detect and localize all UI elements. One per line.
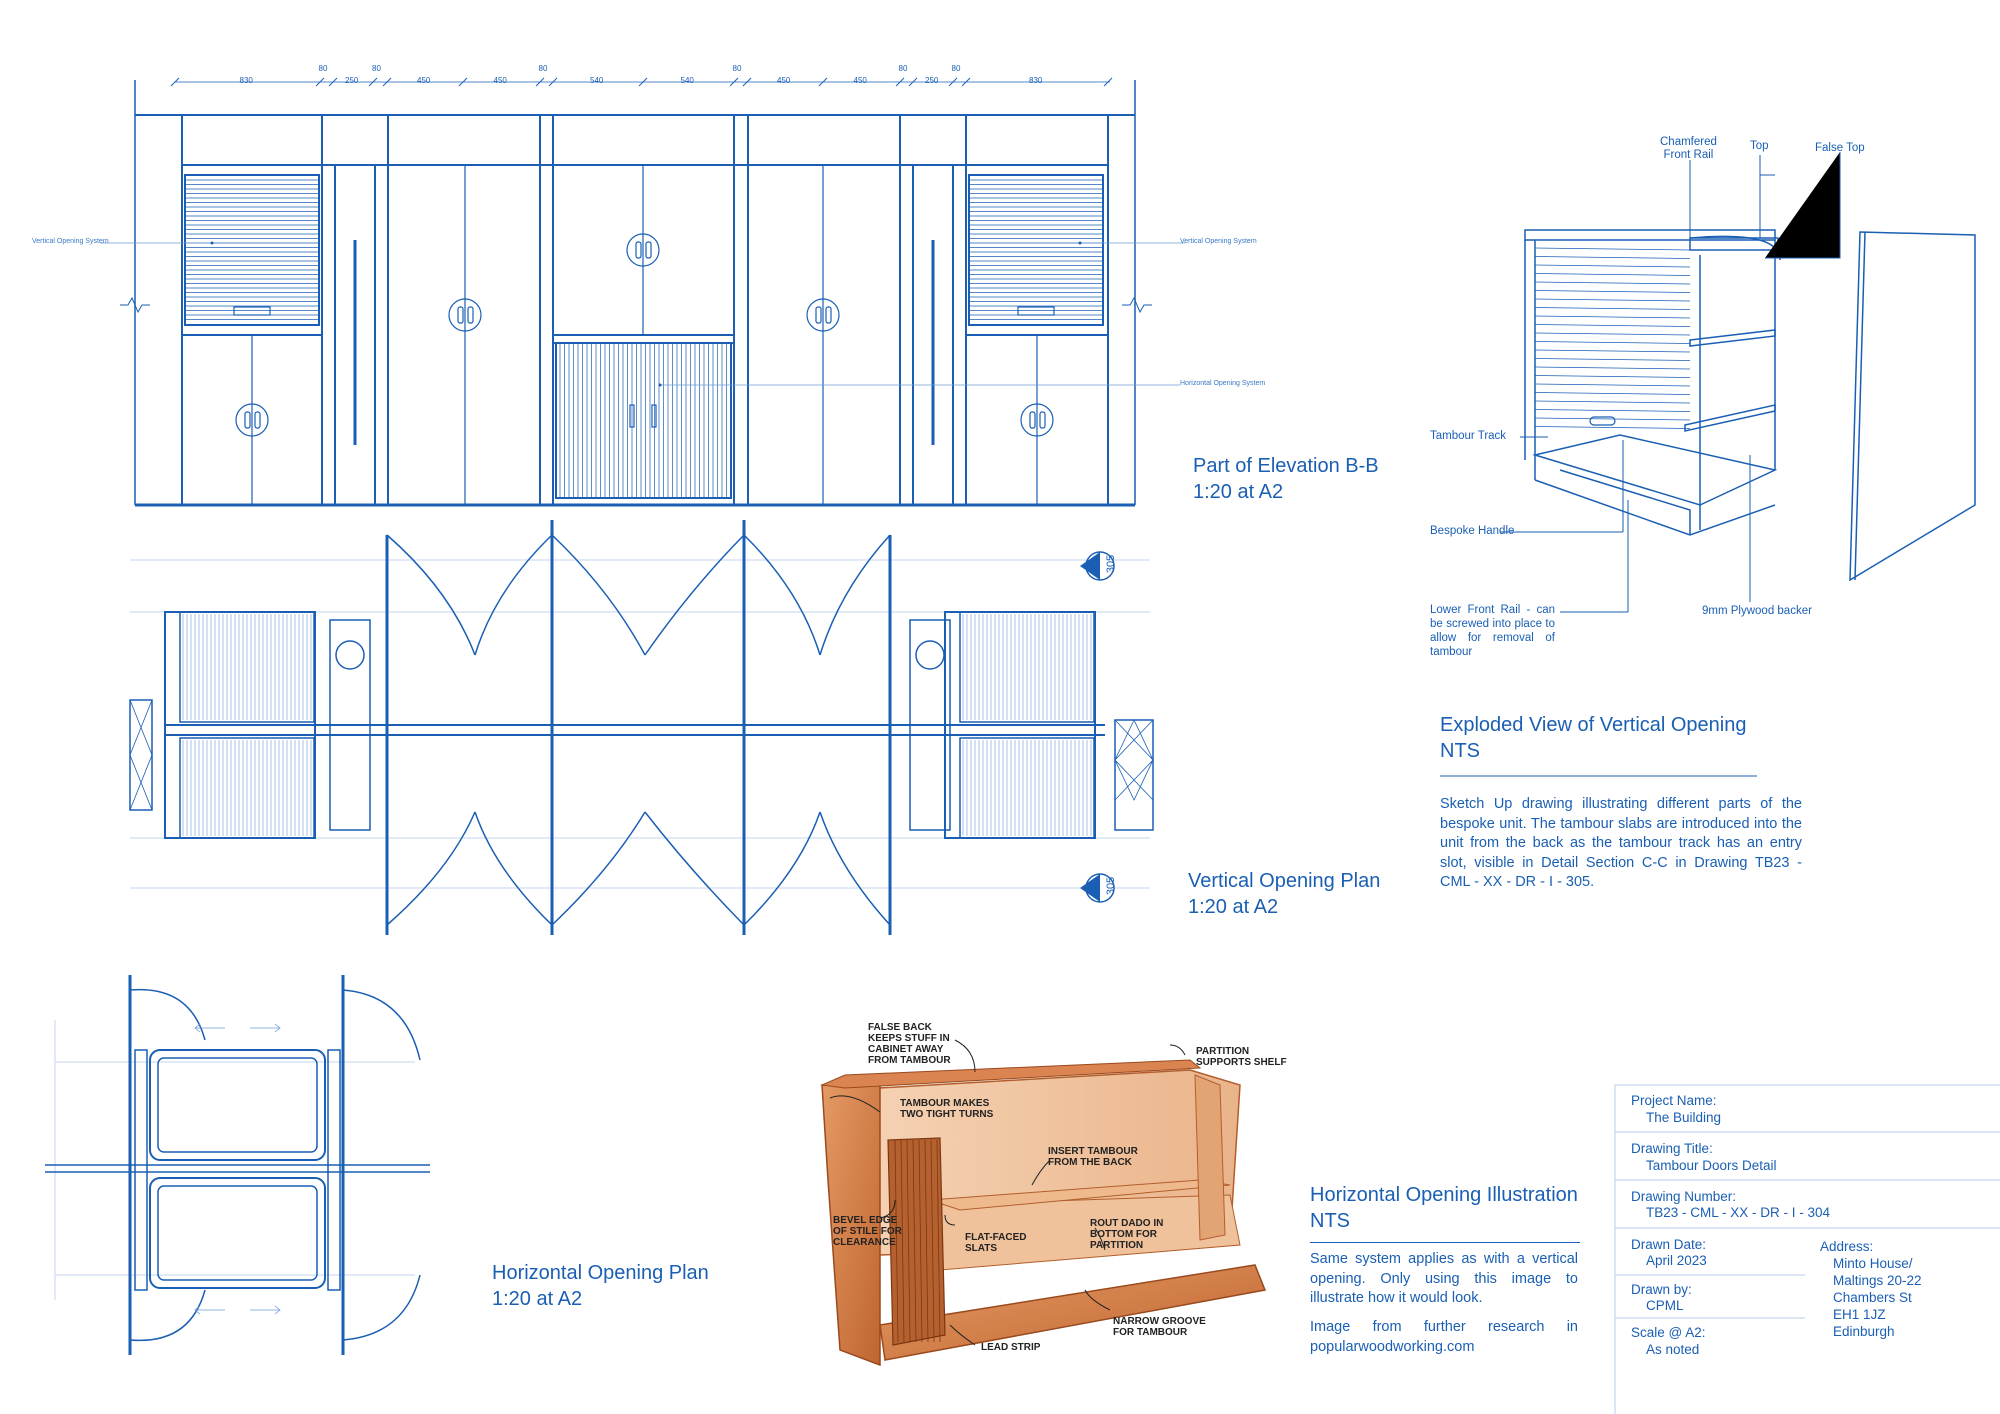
tb-drawing-title-label: Drawing Title: xyxy=(1631,1141,1713,1156)
label-insert-tambour: INSERT TAMBOUR FROM THE BACK xyxy=(1048,1146,1138,1168)
illustration-source: Image from further research in popularwo… xyxy=(1310,1319,1578,1355)
label-horizontal-system: Horizontal Opening System xyxy=(1180,380,1266,387)
dimension-label: 80 xyxy=(732,64,742,73)
tb-project: The Building xyxy=(1646,1110,1722,1125)
label-narrow-groove: NARROW GROOVE FOR TAMBOUR xyxy=(1113,1316,1206,1338)
label-vertical-right: Vertical Opening System xyxy=(1180,238,1257,245)
tb-address-line: EH1 1JZ xyxy=(1833,1307,1886,1322)
label-bevel-edge: BEVEL EDGE OF STILE FOR CLEARANCE xyxy=(833,1215,902,1248)
illustration-rule xyxy=(1310,1242,1580,1243)
tb-address-line: Maltings 20-22 xyxy=(1833,1273,1922,1288)
illustration-description: Same system applies as with a vertical o… xyxy=(1310,1251,1578,1306)
vertical-plan-scale: 1:20 at A2 xyxy=(1188,896,1279,918)
dimension-label: 250 xyxy=(345,76,359,85)
label-bespoke-handle: Bespoke Handle xyxy=(1430,525,1515,537)
horizontal-plan-scale: 1:20 at A2 xyxy=(492,1288,583,1310)
label-tambour-track: Tambour Track xyxy=(1430,430,1507,442)
dimension-label: 830 xyxy=(1029,76,1043,85)
label-tight-turns: TAMBOUR MAKES TWO TIGHT TURNS xyxy=(900,1098,994,1120)
label-false-top: False Top xyxy=(1815,142,1865,154)
dimension-label: 540 xyxy=(680,76,694,85)
label-plywood-backer: 9mm Plywood backer xyxy=(1702,605,1812,617)
tb-date: April 2023 xyxy=(1646,1253,1707,1268)
vertical-plan-title: Vertical Opening Plan xyxy=(1188,870,1381,892)
dimension-label: 450 xyxy=(417,76,431,85)
tb-drawn-by-label: Drawn by: xyxy=(1631,1282,1692,1297)
label-flat-slats: FLAT-FACED SLATS xyxy=(965,1232,1027,1254)
label-chamfered-front-rail: Chamfered Front Rail xyxy=(1660,136,1717,161)
dimension-label: 450 xyxy=(777,76,791,85)
dimension-label: 80 xyxy=(372,64,381,73)
tb-scale: As noted xyxy=(1646,1342,1700,1357)
dimension-label: 540 xyxy=(590,76,604,85)
tb-scale-label: Scale @ A2: xyxy=(1631,1325,1706,1340)
tb-address-line: Chambers St xyxy=(1833,1290,1912,1305)
dimension-label: 830 xyxy=(239,76,253,85)
label-vertical-left: Vertical Opening System xyxy=(32,238,109,245)
tb-number-label: Drawing Number: xyxy=(1631,1189,1737,1204)
illustration-title: Horizontal Opening Illustration xyxy=(1310,1184,1578,1206)
elevation-title: Part of Elevation B-B xyxy=(1193,455,1379,477)
tb-project-label: Project Name: xyxy=(1631,1093,1717,1108)
tb-drawing-title: Tambour Doors Detail xyxy=(1646,1158,1777,1173)
tb-address-label: Address: xyxy=(1820,1239,1874,1254)
dimension-label: 80 xyxy=(898,64,908,73)
label-false-back: FALSE BACK KEEPS STUFF IN CABINET AWAY F… xyxy=(868,1022,951,1066)
label-lower-front-rail: Lower Front Rail - can be screwed into p… xyxy=(1430,604,1555,658)
dimension-label: 80 xyxy=(318,64,328,73)
label-partition: PARTITION SUPPORTS SHELF xyxy=(1196,1046,1287,1068)
elevation-scale: 1:20 at A2 xyxy=(1193,481,1284,503)
tb-date-label: Drawn Date: xyxy=(1631,1237,1707,1252)
exploded-description: Sketch Up drawing illustrating different… xyxy=(1440,796,1802,890)
exploded-title: Exploded View of Vertical Opening xyxy=(1440,714,1747,736)
label-lead-strip: LEAD STRIP xyxy=(981,1342,1041,1353)
label-top: Top xyxy=(1750,140,1769,152)
tb-number: TB23 - CML - XX - DR - I - 304 xyxy=(1646,1205,1831,1220)
illustration-subtitle: NTS xyxy=(1310,1210,1350,1232)
label-rout-dado: ROUT DADO IN BOTTOM FOR PARTITION xyxy=(1090,1218,1164,1251)
dimension-label: 250 xyxy=(925,76,939,85)
exploded-subtitle: NTS xyxy=(1440,740,1480,762)
tb-drawn-by: CPML xyxy=(1646,1298,1684,1313)
tb-address-line: Minto House/ xyxy=(1833,1256,1913,1271)
dimension-label: 450 xyxy=(493,76,507,85)
dimension-label: 450 xyxy=(853,76,867,85)
tb-address-line: Edinburgh xyxy=(1833,1324,1895,1339)
dimension-label: 80 xyxy=(538,64,548,73)
dimension-label: 80 xyxy=(951,64,961,73)
horizontal-plan-title: Horizontal Opening Plan xyxy=(492,1262,709,1284)
